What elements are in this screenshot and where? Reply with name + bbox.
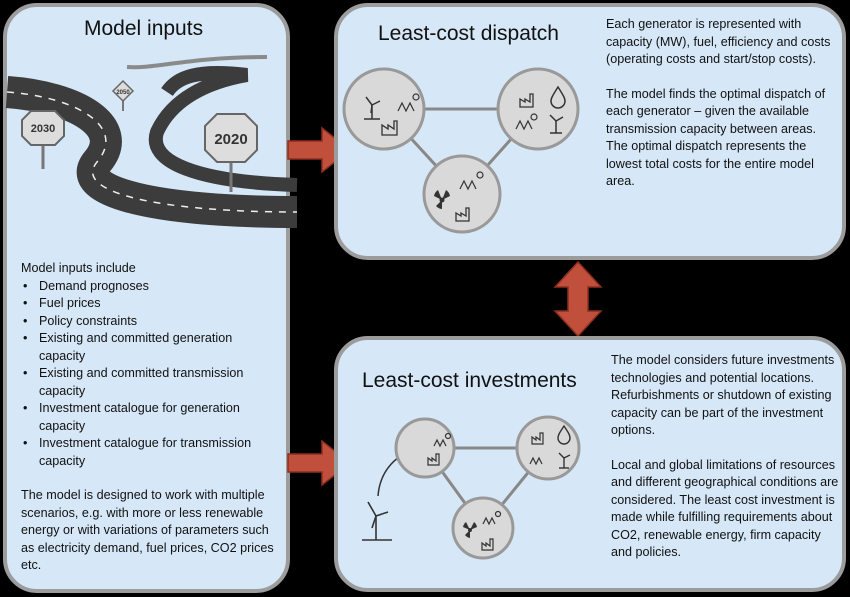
generator-node bbox=[451, 496, 515, 560]
generator-node bbox=[496, 67, 580, 151]
list-item: Existing and committed generation capaci… bbox=[21, 330, 279, 365]
factory-icon bbox=[481, 538, 494, 551]
factory-icon bbox=[455, 207, 470, 222]
inputs-footer: The model is designed to work with multi… bbox=[21, 488, 274, 572]
road-illustration: 2030 2050 2020 bbox=[5, 55, 298, 228]
list-item: Policy constraints bbox=[21, 313, 279, 331]
factory-icon bbox=[427, 453, 440, 466]
solar-panel-icon bbox=[529, 456, 543, 466]
road-sign-2030-icon: 2030 bbox=[21, 110, 65, 169]
least-cost-investments-panel: Least-cost investments The model conside… bbox=[334, 336, 846, 592]
wind-turbine-icon bbox=[549, 114, 564, 134]
least-cost-dispatch-panel: Least-cost dispatch Each generator is re… bbox=[334, 3, 846, 260]
generator-node bbox=[515, 415, 581, 481]
dispatch-text: Each generator is represented with capac… bbox=[606, 16, 834, 191]
solar-panel-icon bbox=[459, 171, 484, 191]
list-item: Investment catalogue for transmission ca… bbox=[21, 435, 279, 470]
dispatch-para-1: Each generator is represented with capac… bbox=[606, 17, 831, 66]
model-inputs-text: Model inputs include Demand prognoses Fu… bbox=[21, 260, 279, 575]
new-wind-turbine-icon bbox=[362, 501, 392, 541]
list-item: Demand prognoses bbox=[21, 278, 279, 296]
list-item: Existing and committed transmission capa… bbox=[21, 365, 279, 400]
sign-2020-label: 2020 bbox=[214, 131, 247, 148]
investments-para-2: Local and global limitations of resource… bbox=[611, 457, 839, 560]
investments-network-diagram bbox=[362, 415, 581, 560]
water-drop-icon bbox=[550, 85, 566, 109]
bidirectional-arrow-icon bbox=[553, 260, 603, 338]
road-sign-2020-icon: 2020 bbox=[204, 113, 258, 192]
model-inputs-panel: Model inputs 2030 2050 2020 Model inputs… bbox=[3, 3, 298, 593]
sign-2050-label: 2050 bbox=[116, 90, 130, 96]
dispatch-para-2: The model finds the optimal dispatch of … bbox=[606, 86, 826, 189]
solar-panel-icon bbox=[397, 93, 420, 113]
factory-icon bbox=[531, 432, 544, 445]
list-item: Investment catalogue for generation capa… bbox=[21, 400, 279, 435]
solar-panel-icon bbox=[515, 113, 538, 131]
investments-text: The model considers future investments t… bbox=[611, 352, 841, 562]
inputs-list-intro: Model inputs include bbox=[21, 261, 136, 275]
dispatch-network-diagram bbox=[342, 67, 580, 234]
road-sign-2050-icon: 2050 bbox=[111, 79, 135, 111]
nuclear-icon bbox=[463, 522, 477, 538]
wind-turbine-icon bbox=[364, 96, 381, 120]
factory-icon bbox=[381, 120, 398, 136]
water-drop-icon bbox=[557, 424, 571, 445]
investments-para-1: The model considers future investments t… bbox=[611, 353, 835, 437]
generator-node bbox=[342, 67, 426, 151]
list-item: Fuel prices bbox=[21, 295, 279, 313]
sign-2030-label: 2030 bbox=[31, 123, 55, 135]
inputs-list: Demand prognoses Fuel prices Policy cons… bbox=[21, 278, 279, 471]
solar-panel-icon bbox=[433, 432, 452, 448]
generator-node bbox=[394, 417, 456, 479]
solar-panel-icon bbox=[482, 510, 502, 526]
dispatch-title: Least-cost dispatch bbox=[378, 22, 559, 45]
investments-title: Least-cost investments bbox=[362, 369, 577, 392]
nuclear-icon bbox=[434, 190, 450, 209]
factory-icon bbox=[519, 93, 534, 108]
generator-node bbox=[422, 154, 502, 234]
model-inputs-title: Model inputs bbox=[84, 17, 204, 40]
wind-turbine-icon bbox=[558, 452, 571, 469]
